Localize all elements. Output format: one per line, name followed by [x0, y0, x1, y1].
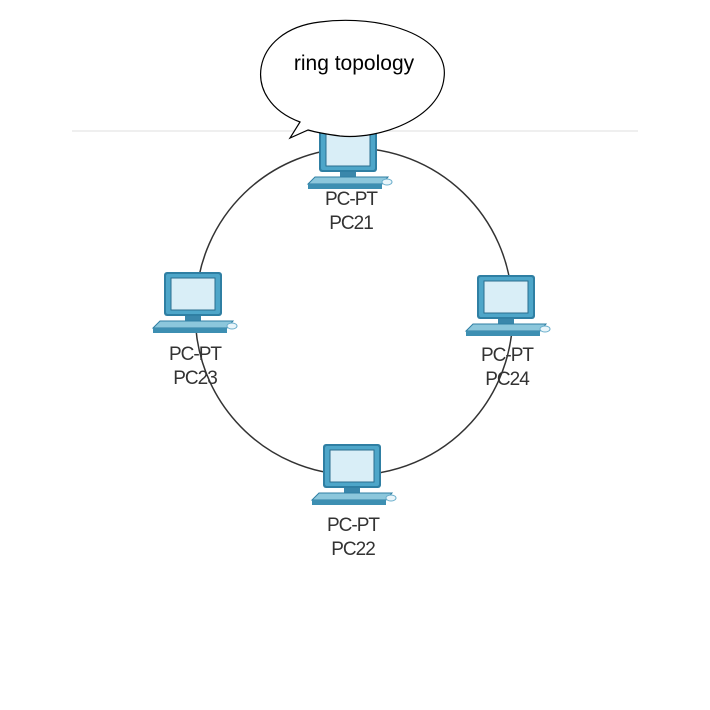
pc22-computer-icon[interactable]: [311, 443, 397, 506]
pc21-type-label: PC-PT: [325, 189, 378, 210]
pc22-name-label: PC22: [331, 539, 376, 560]
pc23-computer-icon[interactable]: [152, 271, 238, 334]
callout-bubble: [260, 19, 445, 140]
pc22-type-label: PC-PT: [327, 515, 380, 536]
link-pc21-pc24[interactable]: [352, 147, 513, 301]
pc24-type-label: PC-PT: [481, 345, 534, 366]
pc24-label: PC-PT PC24: [474, 344, 540, 392]
link-pc24-pc22[interactable]: [352, 299, 514, 476]
pc23-name-label: PC23: [173, 368, 218, 389]
pc24-computer-icon[interactable]: [465, 274, 551, 337]
pc23-label: PC-PT PC23: [162, 343, 228, 391]
pc22-label: PC-PT PC22: [320, 514, 386, 562]
pc23-type-label: PC-PT: [169, 344, 222, 365]
pc21-computer-icon[interactable]: [307, 127, 393, 190]
pc21-label: PC-PT PC21: [318, 188, 384, 236]
pc21-name-label: PC21: [329, 213, 374, 234]
callout-text: ring topology: [293, 52, 415, 75]
pc24-name-label: PC24: [485, 369, 530, 390]
link-pc22-pc23[interactable]: [194, 299, 354, 476]
